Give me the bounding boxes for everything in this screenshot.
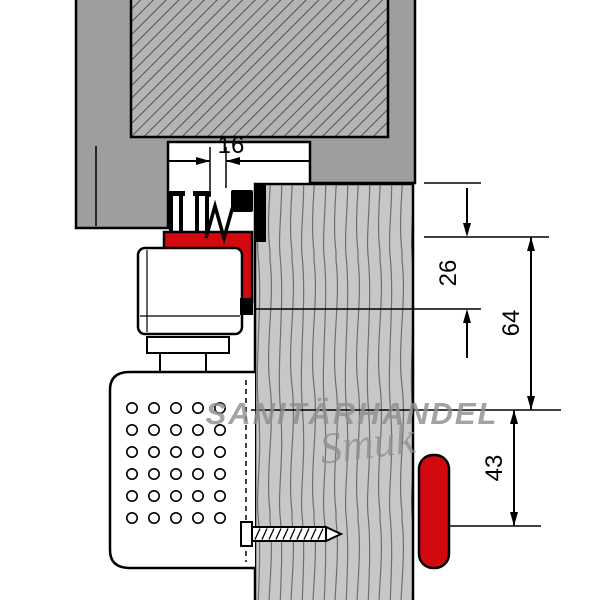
- screw-tip: [325, 525, 344, 543]
- arrowhead-down: [510, 512, 518, 526]
- arrowhead-left: [226, 157, 240, 165]
- arrowhead-right: [196, 157, 210, 165]
- pin-bar: [195, 196, 199, 232]
- dimension-label-26: 26: [435, 260, 462, 287]
- screw-shank: [251, 526, 327, 542]
- screw-head: [240, 521, 253, 547]
- arrowhead-up: [510, 410, 518, 424]
- closer-base-bar: [146, 336, 230, 354]
- watermark-line1: SANITÄRHANDEL: [206, 396, 499, 431]
- door-closer: [108, 246, 255, 570]
- dimension-label-43: 43: [481, 455, 508, 482]
- dimension-26: 26: [254, 182, 549, 358]
- closer-connector: [159, 352, 207, 373]
- pin-bar: [169, 196, 173, 232]
- arrowhead-up: [527, 237, 535, 251]
- watermark-line2: Smuk: [317, 413, 419, 473]
- arrowhead-down: [463, 223, 471, 237]
- door-edge-strip: [255, 184, 266, 242]
- pin-cap: [193, 191, 211, 196]
- spindle-zigzag: [204, 199, 235, 245]
- fixing-screw: [240, 521, 344, 547]
- arm-pivot-tab: [240, 298, 253, 315]
- cover-perforation-holes: [126, 401, 227, 524]
- dimension-16: 16: [168, 132, 309, 197]
- frame-section: [74, 0, 417, 230]
- watermark: SANITÄRHANDEL Smuk: [206, 396, 499, 474]
- red-gasket-bar: [417, 453, 451, 570]
- frame-seal-block: [231, 190, 253, 212]
- closer-body: [136, 246, 244, 336]
- screw-threads: [254, 528, 324, 540]
- arrowhead-up: [463, 309, 471, 323]
- dimension-label-16: 16: [218, 132, 245, 159]
- spindle-pins: [167, 191, 211, 232]
- pin-bar: [179, 196, 183, 232]
- dimension-label-64: 64: [498, 310, 525, 337]
- dimension-64: 64: [251, 237, 561, 411]
- pin-cap: [167, 191, 185, 196]
- pin-bar: [205, 196, 209, 232]
- arrowhead-down: [527, 396, 535, 410]
- frame-timber-hatch: [129, 0, 390, 139]
- dimension-annotations: 16 26 64 43: [168, 132, 561, 527]
